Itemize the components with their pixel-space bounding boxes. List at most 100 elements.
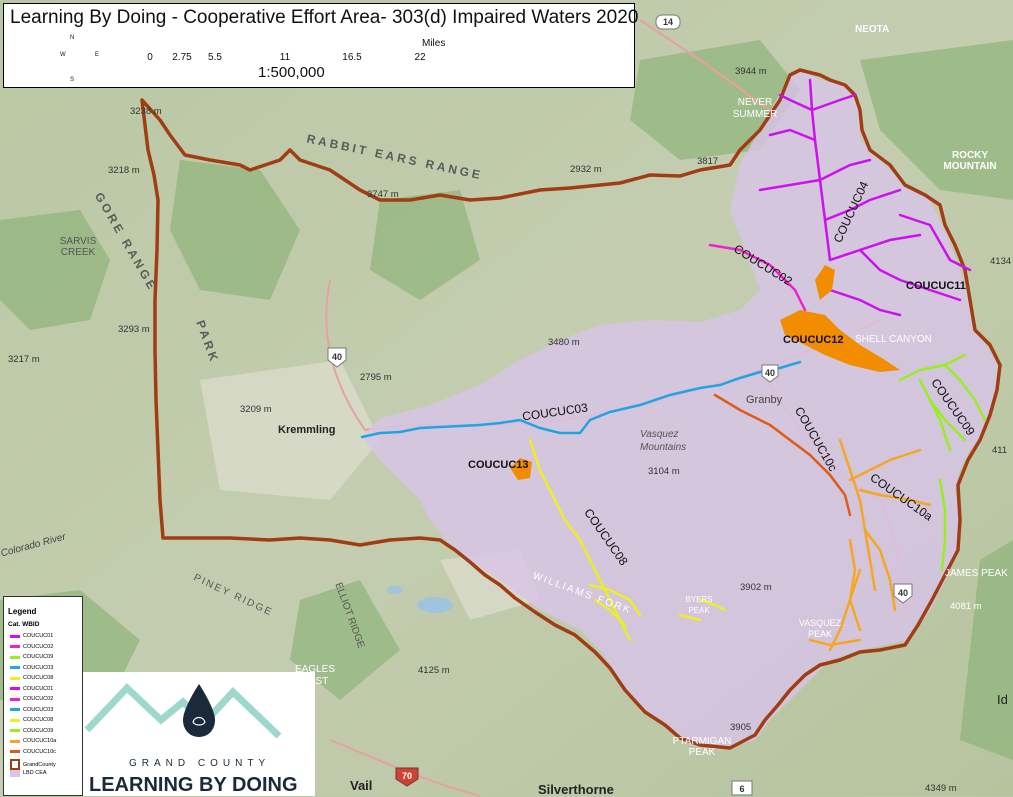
town-label: Vail — [350, 778, 373, 793]
legend-label: COUCUC01 — [23, 633, 54, 639]
elevation-label: 2932 m — [570, 164, 602, 175]
geo-label: NEVER SUMMER — [732, 97, 778, 120]
compass-w: W — [60, 52, 66, 58]
scale-tick: 16.5 — [342, 52, 362, 63]
town-label: Silverthorne — [538, 782, 614, 797]
legend-item: COUCUC01 — [10, 686, 53, 692]
legend-label: COUCUC09 — [23, 727, 54, 734]
legend-item: GrandCounty — [10, 759, 56, 770]
stream-coucuc04 — [808, 78, 832, 262]
legend-item: COUCUC10a — [10, 738, 56, 744]
legend-title: Legend — [8, 607, 37, 616]
stream-coucuc08 — [528, 438, 632, 642]
geo-label: VASQUEZ PEAK — [798, 618, 842, 639]
legend-swatch — [10, 697, 20, 701]
waterbody-label: COUCUC13 — [468, 459, 529, 471]
legend-label: COUCUC02 — [23, 643, 54, 650]
legend-swatch — [10, 759, 20, 770]
legend-item: COUCUC09 — [10, 654, 53, 660]
legend-item: COUCUC03 — [10, 665, 53, 671]
svg-text:70: 70 — [402, 771, 412, 781]
logo-name: LEARNING BY DOING — [89, 774, 298, 796]
legend-swatch — [10, 718, 20, 722]
elevation-label: 3209 m — [240, 404, 272, 415]
legend-swatch — [10, 676, 20, 680]
legend-label: COUCUC10a — [23, 738, 57, 744]
geo-label: ROCKY MOUNTAIN — [943, 150, 997, 172]
scale-tick: 0 — [147, 52, 153, 63]
elevation-label: 3104 m — [648, 466, 680, 477]
waterbody-label: COUCUC11 — [906, 280, 966, 292]
geo-label: BYERS PEAK — [685, 595, 713, 615]
legend-swatch — [10, 750, 20, 753]
elevation-label: 3747 m — [367, 189, 399, 200]
logo-county: GRAND COUNTY — [129, 758, 271, 769]
geo-label: SHELL CANYON — [855, 334, 932, 345]
waterbody-label: COUCUC12 — [783, 334, 844, 346]
legend-label: COUCUC10c — [23, 748, 57, 755]
scale-tick: 11 — [279, 52, 291, 63]
water-drop-icon — [183, 684, 215, 737]
grand-county-boundary[interactable] — [140, 68, 1002, 750]
elevation-label: 3218 m — [108, 165, 140, 176]
stream-coucuc03 — [360, 360, 802, 439]
legend-swatch — [10, 708, 20, 711]
stream-coucuc09 — [898, 353, 967, 382]
legend-label: COUCUC02 — [23, 696, 54, 702]
elevation-label: 3293 m — [118, 324, 150, 335]
geo-label: 4134 — [990, 256, 1012, 267]
elevation-label: 3905 — [730, 722, 752, 733]
stream-coucuc02 — [708, 243, 807, 312]
hwy-14-label: 14 — [663, 17, 673, 27]
legend-label: LBD CEA — [23, 770, 47, 776]
geo-label: 411 — [992, 445, 1008, 456]
svg-text:40: 40 — [765, 368, 775, 378]
elevation-label: 4349 m — [925, 783, 957, 794]
geo-label: NEOTA — [855, 24, 890, 35]
svg-text:40: 40 — [898, 588, 908, 598]
cea-area[interactable] — [362, 70, 1000, 750]
logo-panel: GRAND COUNTY LEARNING BY DOING — [83, 672, 315, 796]
impaired-streams — [360, 78, 987, 652]
legend-swatch — [10, 655, 20, 659]
legend-swatch — [10, 769, 20, 777]
elevation-label: 3902 m — [740, 582, 772, 593]
highway-shields: 14 40 40 40 70 6 — [327, 14, 913, 796]
geo-label: Id — [997, 692, 1008, 707]
legend-item: COUCUC02 — [10, 644, 53, 650]
elevation-label: 3217 m — [8, 354, 40, 365]
geo-label: SARVIS CREEK — [59, 236, 97, 258]
legend-swatch — [10, 645, 20, 648]
impaired-lakes — [510, 265, 900, 480]
mountains-logo-icon — [84, 683, 282, 739]
elevation-label: 4125 m — [418, 665, 450, 676]
elevation-label: 3944 m — [735, 66, 767, 77]
legend-swatch — [10, 729, 20, 732]
legend-item: COUCUC10c — [10, 749, 56, 755]
legend-label: COUCUC08 — [23, 675, 54, 681]
elevation-label: 2795 m — [360, 372, 392, 383]
compass-n: N — [70, 35, 75, 41]
map-title: Learning By Doing - Cooperative Effort A… — [10, 7, 639, 28]
town-label: Kremmling — [278, 424, 336, 436]
legend-item: COUCUC02 — [10, 696, 53, 702]
title-panel: Learning By Doing - Cooperative Effort A… — [3, 3, 639, 88]
compass-s: S — [70, 77, 75, 83]
stream-coucuc10a — [848, 448, 922, 482]
legend-label: COUCUC03 — [23, 706, 54, 713]
elevation-label: 3817 — [697, 156, 719, 167]
legend-swatch — [10, 634, 20, 638]
geo-label: PTARMIGAN PEAK — [672, 736, 732, 758]
legend-item: COUCUC01 — [10, 633, 53, 639]
lake-coucuc13 — [510, 458, 532, 480]
legend-label: GrandCounty — [23, 761, 56, 768]
compass-e: E — [95, 52, 100, 58]
elevation-label: 3238 m — [130, 106, 162, 117]
stream-coucuc10c — [713, 393, 852, 517]
legend-item: COUCUC09 — [10, 728, 53, 734]
svg-text:6: 6 — [739, 784, 744, 794]
legend-label: COUCUC08 — [23, 717, 54, 723]
lake-coucuc12 — [780, 310, 900, 372]
legend-swatch — [10, 687, 20, 690]
